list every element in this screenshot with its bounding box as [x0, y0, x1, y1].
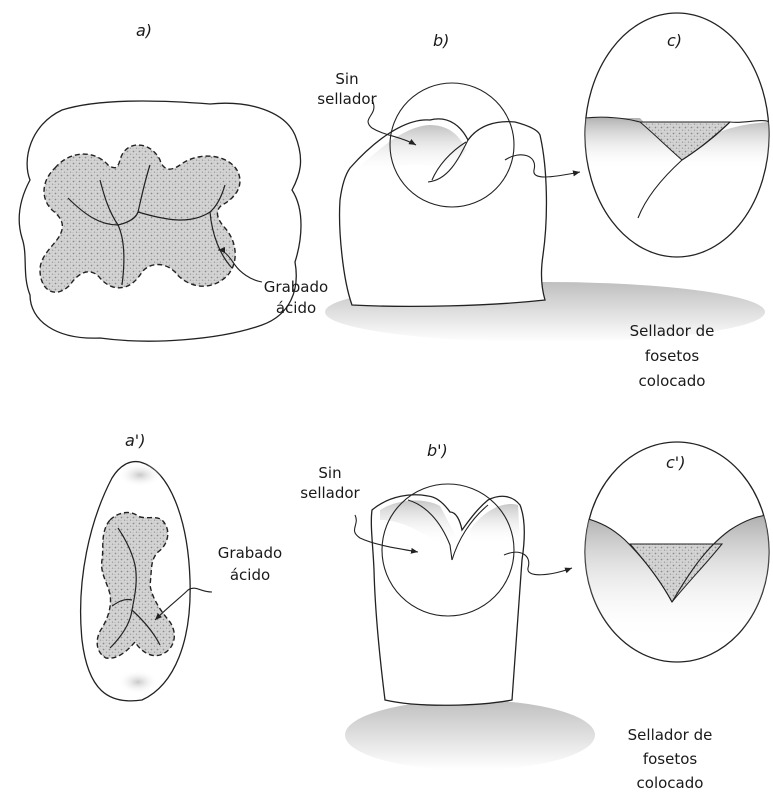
panel-label-c-prime: c') — [666, 453, 685, 472]
sellador-label-top: sellador — [317, 90, 377, 108]
sellador-de-label-top: Sellador de — [630, 322, 715, 340]
sellador-label-bottom: sellador — [300, 484, 360, 502]
acido-label-bottom: ácido — [230, 566, 270, 584]
magnified-sealed-fissure-premolar — [585, 442, 770, 662]
acid-etched-area — [40, 145, 240, 292]
colocado-label-top: colocado — [639, 372, 706, 390]
panel-label-a: a) — [136, 21, 152, 40]
grabado-label-bottom: Grabado — [218, 544, 282, 562]
premolar-side-view — [345, 484, 595, 770]
colocado-label-bottom: colocado — [637, 774, 704, 792]
molar-occlusal-view — [19, 101, 301, 341]
sin-label-bottom: Sin — [318, 464, 341, 482]
panel-label-c: c) — [667, 31, 682, 50]
sellador-de-label-bottom: Sellador de — [628, 726, 713, 744]
fosetos-label-top: fosetos — [645, 347, 700, 365]
panel-label-b-prime: b') — [427, 441, 448, 460]
fosetos-label-bottom: fosetos — [643, 750, 698, 768]
premolar-occlusal-view — [81, 462, 212, 701]
panel-label-b: b) — [433, 31, 449, 50]
grabado-label-top: Grabado — [264, 278, 328, 296]
acido-label-top: ácido — [276, 299, 316, 317]
sin-label-top: Sin — [335, 70, 358, 88]
panel-label-a-prime: a') — [125, 431, 145, 450]
